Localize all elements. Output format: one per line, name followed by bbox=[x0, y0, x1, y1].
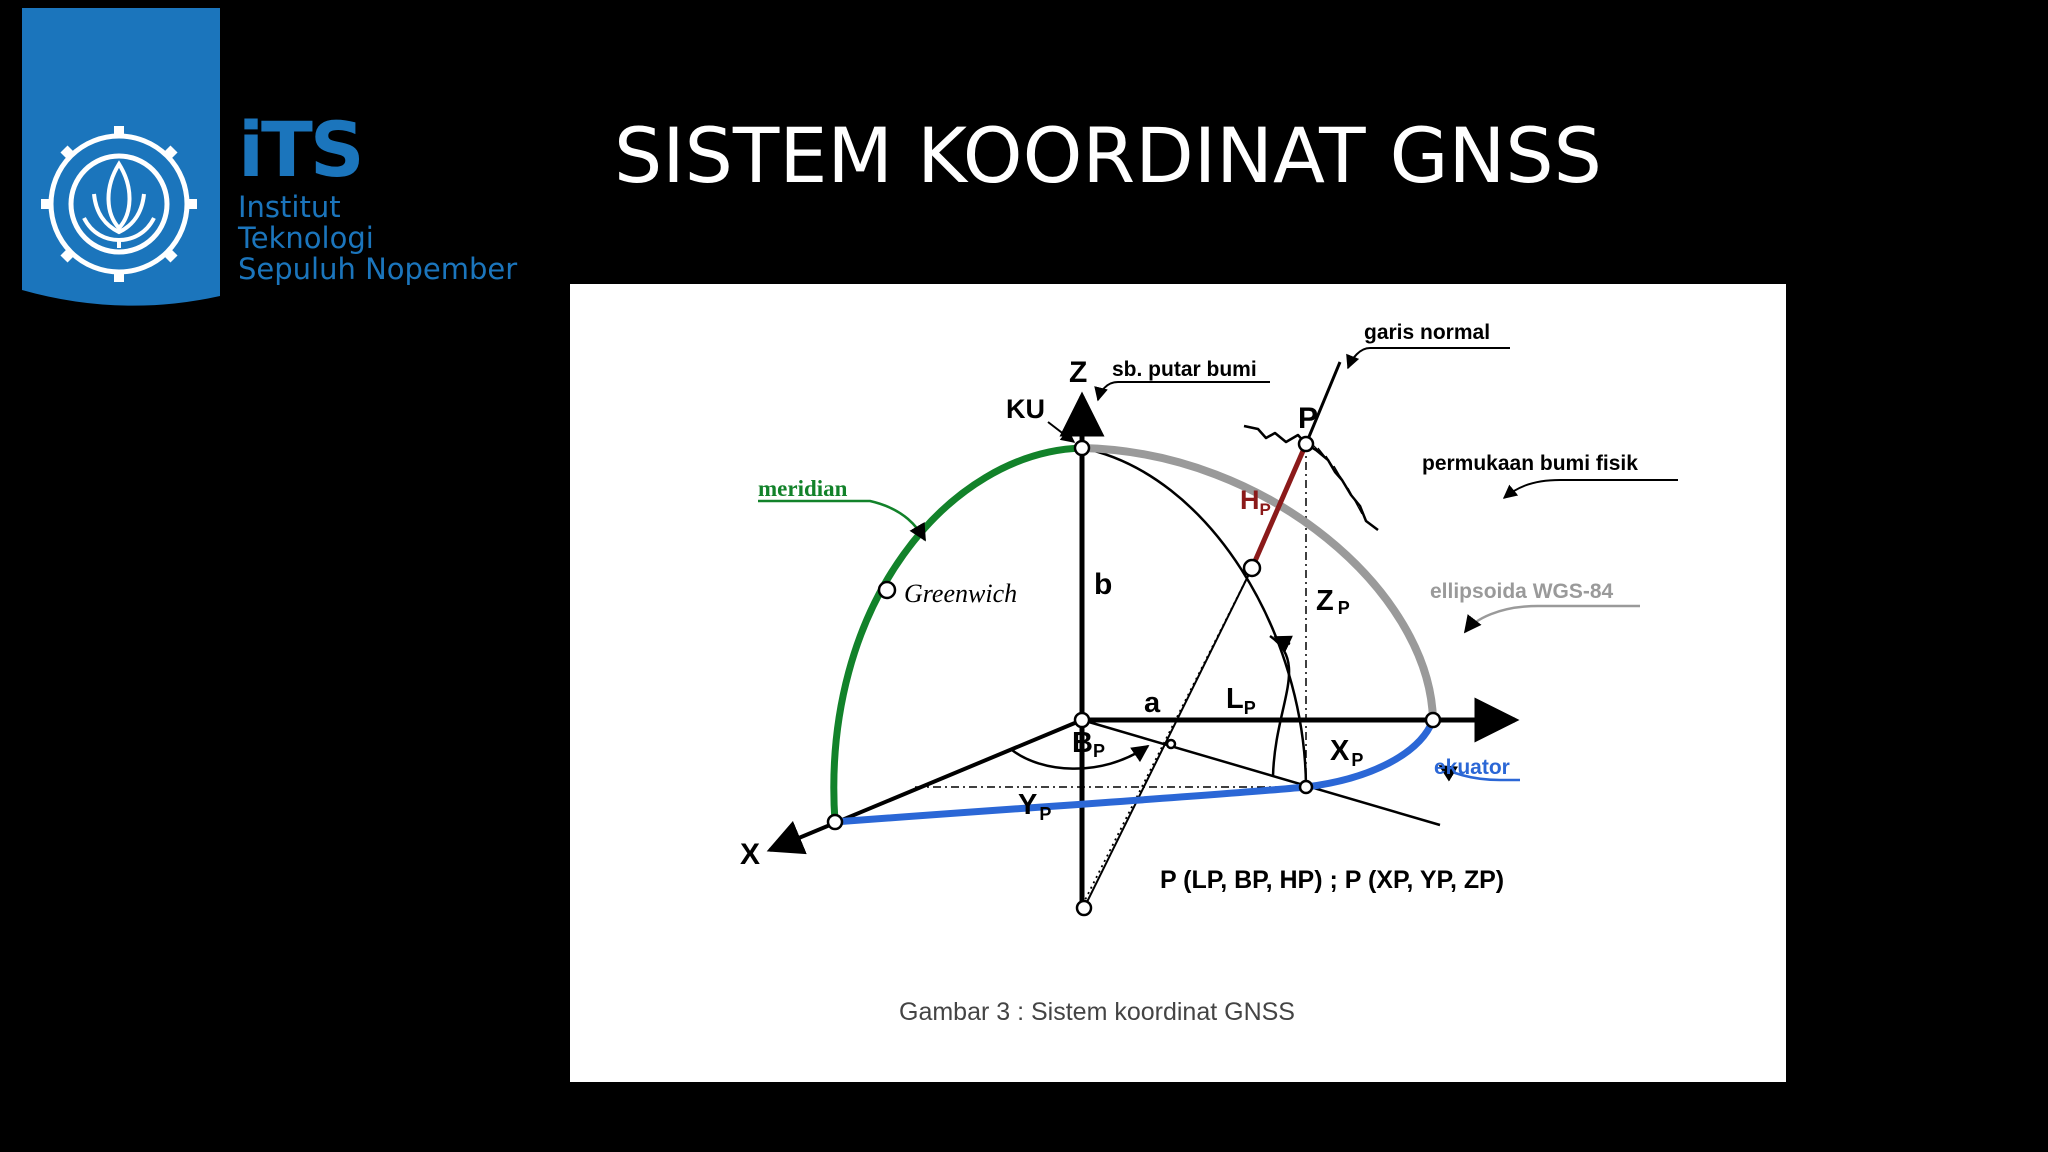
x-axis-line bbox=[766, 718, 1083, 855]
longitude-line bbox=[1081, 718, 1441, 827]
equator-y-node bbox=[1424, 711, 1442, 729]
gnss-coordinate-diagram: Z sb. putar bumi KU garis normal P permu… bbox=[740, 321, 1678, 1026]
ellipsoid-point-node bbox=[1242, 558, 1262, 578]
latitude-arc-arrow bbox=[1273, 635, 1293, 652]
greenwich-node bbox=[877, 580, 897, 600]
height-line bbox=[1249, 443, 1309, 569]
normal-cross-node bbox=[1165, 738, 1177, 750]
its-logo-badge bbox=[22, 8, 220, 306]
logo-line-sepuluh-nopember: Sepuluh Nopember bbox=[238, 252, 518, 286]
greenwich-meridian bbox=[830, 444, 1083, 823]
point-p-label: P bbox=[1298, 402, 1318, 435]
equator-x-node bbox=[826, 813, 844, 831]
origin-node bbox=[1073, 711, 1091, 729]
terrain-hatch bbox=[1305, 443, 1363, 515]
meridian-label: meridian bbox=[758, 476, 848, 501]
ellipsoid-outline bbox=[1081, 444, 1437, 721]
equator-pointer bbox=[1438, 764, 1520, 782]
equator-curve bbox=[834, 718, 1437, 826]
greenwich-label: Greenwich bbox=[904, 579, 1017, 608]
normal-pointer bbox=[1346, 347, 1510, 370]
equator-label: ekuator bbox=[1434, 756, 1510, 779]
bp-label: BP bbox=[1072, 727, 1105, 761]
north-pole-node bbox=[1073, 439, 1091, 457]
p-meridian-curve bbox=[1081, 446, 1308, 788]
rotation-pointer bbox=[1094, 381, 1270, 402]
ku-pointer bbox=[1047, 421, 1076, 443]
surface-label: permukaan bumi fisik bbox=[1422, 452, 1638, 475]
ku-label: KU bbox=[1006, 394, 1045, 424]
figure-panel: Z sb. putar bumi KU garis normal P permu… bbox=[570, 284, 1786, 1082]
x-axis-label: X bbox=[740, 838, 760, 871]
z-axis-label: Z bbox=[1069, 356, 1087, 389]
logo-line-institut: Institut bbox=[238, 190, 341, 224]
normal-line-label: garis normal bbox=[1364, 321, 1490, 344]
b-axis-label: b bbox=[1094, 568, 1112, 601]
slide-title: SISTEM KOORDINAT GNSS bbox=[614, 111, 1602, 200]
diagram-nodes bbox=[826, 435, 1442, 917]
point-p-node bbox=[1297, 435, 1315, 453]
gear-emblem-icon bbox=[41, 126, 197, 282]
latitude-arc bbox=[1269, 634, 1291, 777]
coordinate-formula: P (LP, BP, HP) ; P (XP, YP, ZP) bbox=[1160, 866, 1504, 894]
normal-upper-line bbox=[1304, 361, 1342, 445]
logo-line-teknologi: Teknologi bbox=[238, 221, 374, 255]
diagram-labels: Z sb. putar bumi KU garis normal P permu… bbox=[740, 321, 1638, 871]
ellipsoid-pointer bbox=[1463, 604, 1640, 634]
figure-caption: Gambar 3 : Sistem koordinat GNSS bbox=[899, 998, 1295, 1026]
normal-lower-line bbox=[1085, 567, 1253, 905]
logo-brand-text: iTS bbox=[238, 105, 365, 194]
rotation-axis-label: sb. putar bumi bbox=[1112, 358, 1257, 381]
meridian-pointer bbox=[758, 499, 927, 542]
ellipsoid-label: ellipsoida WGS-84 bbox=[1430, 580, 1614, 603]
equator-p-node bbox=[1298, 779, 1314, 795]
longitude-arc bbox=[1011, 744, 1150, 770]
hp-label: HP bbox=[1240, 485, 1271, 519]
a-axis-label: a bbox=[1144, 687, 1161, 719]
surface-pointer bbox=[1502, 479, 1678, 499]
lp-label: LP bbox=[1226, 683, 1256, 718]
normal-bottom-node bbox=[1075, 899, 1093, 917]
